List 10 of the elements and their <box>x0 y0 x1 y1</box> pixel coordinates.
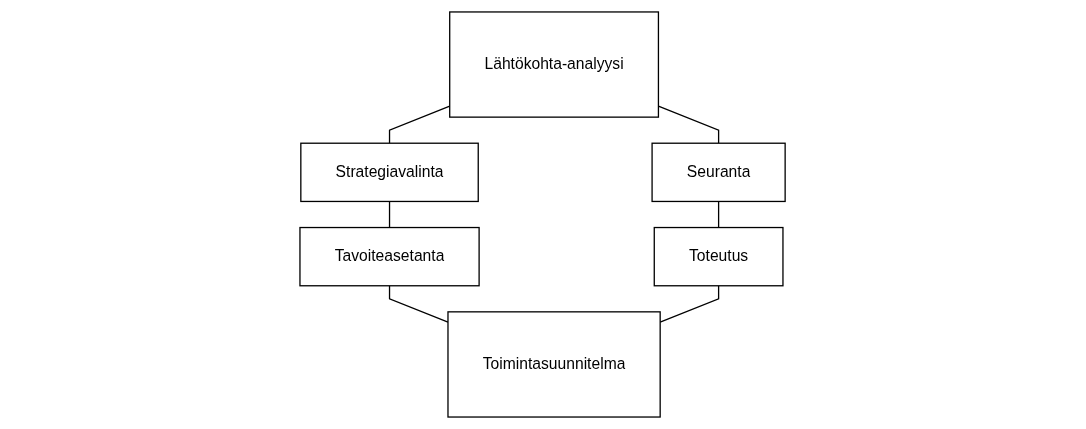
node-box: Lähtökohta-analyysi <box>449 11 660 118</box>
node-box: Toteutus <box>654 226 785 287</box>
connector <box>718 200 720 229</box>
node-box: Seuranta <box>651 142 787 203</box>
connector <box>389 200 391 229</box>
node-box: Strategiavalinta <box>300 142 480 203</box>
node-box: Toimintasuunnitelma <box>447 311 662 418</box>
connector <box>389 105 451 144</box>
node-box: Tavoiteasetanta <box>299 226 481 287</box>
connector <box>658 105 720 144</box>
